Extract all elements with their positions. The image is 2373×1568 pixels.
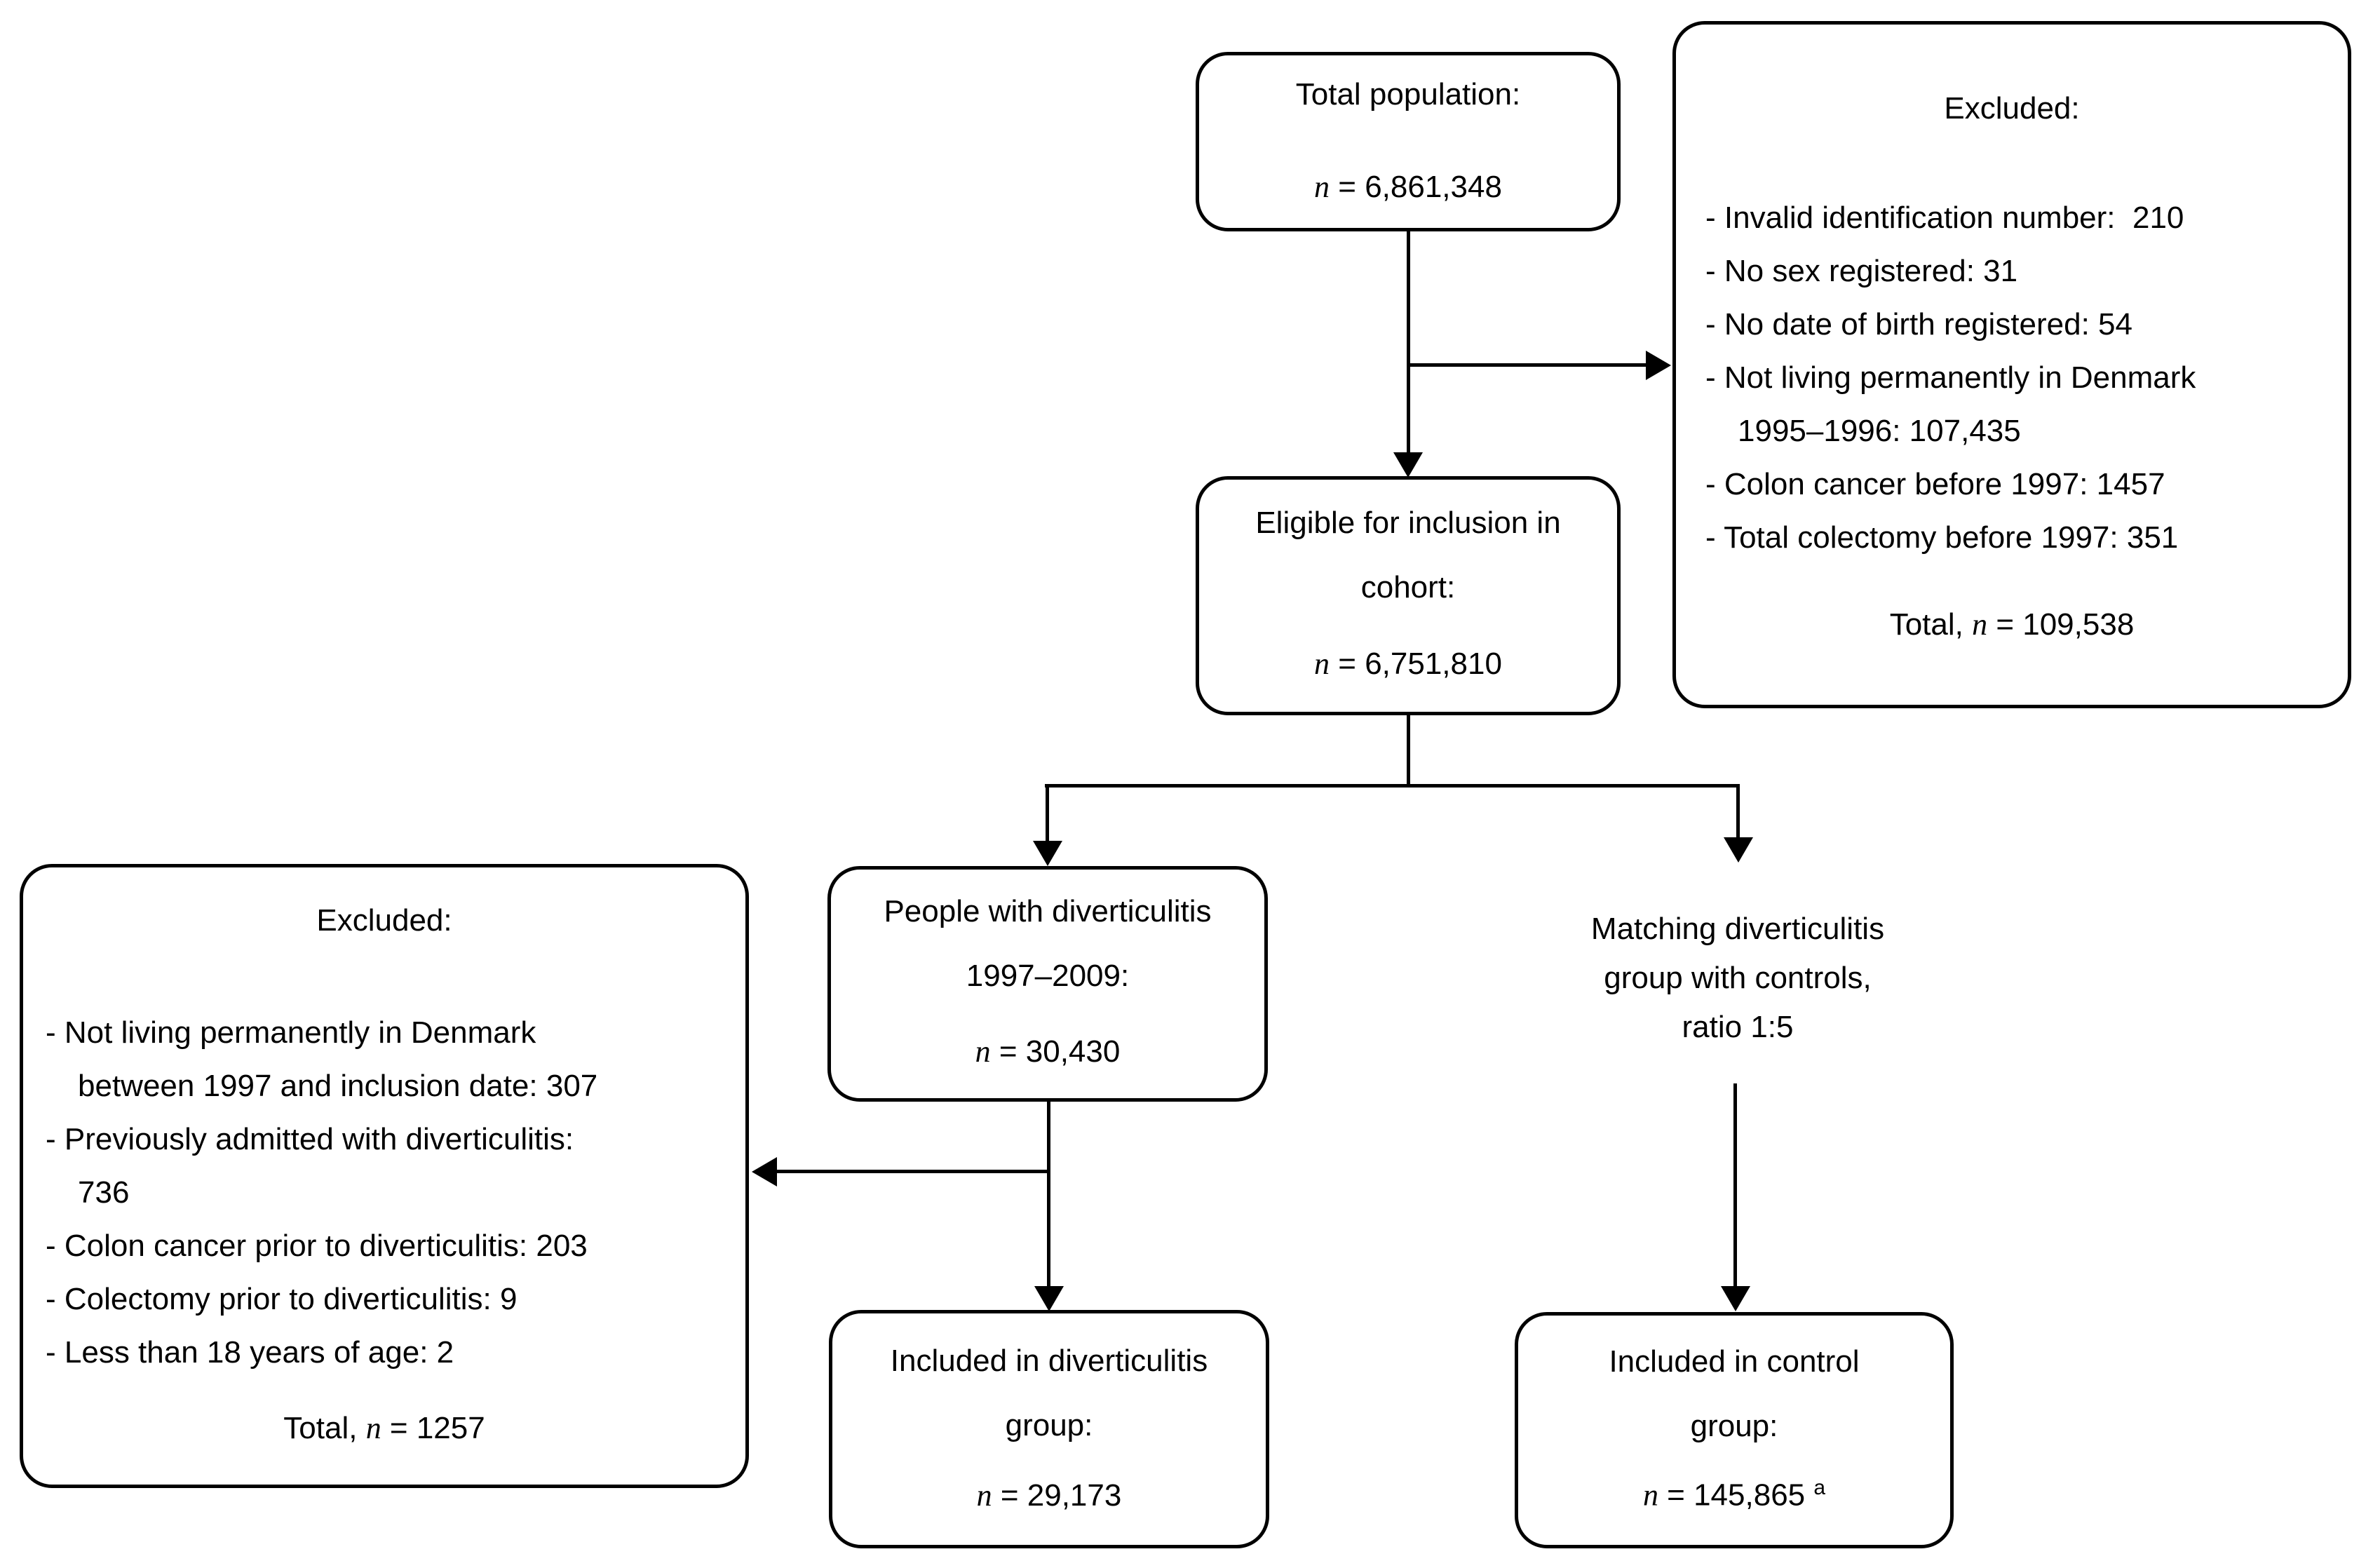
excluded-left-list: - Not living permanently in Denmark betw…: [46, 1006, 727, 1379]
total-population-count: n = 6,861,348: [1314, 170, 1502, 204]
arrowhead-down: [1724, 837, 1753, 863]
included-control-count: n = 145,865 a: [1642, 1476, 1826, 1513]
arrowhead-down: [1721, 1286, 1750, 1311]
connector-total-to-eligible: [1407, 231, 1410, 452]
total-population-title: Total population:: [1295, 77, 1521, 111]
included-control-box: Included in control group: n = 145,865 a: [1515, 1312, 1954, 1548]
excluded-left-title: Excluded:: [316, 903, 452, 938]
eligible-cohort-box: Eligible for inclusion in cohort: n = 6,…: [1196, 476, 1621, 715]
diverticulitis-title: People with diverticulitis 1997–2009:: [884, 894, 1212, 993]
exclusion-item: - Total colectomy before 1997: 351: [1705, 520, 2179, 555]
excluded-top-title: Excluded:: [1944, 91, 2080, 126]
arrowhead-right: [1646, 351, 1671, 380]
connector-diverticulitis-to-included: [1047, 1102, 1050, 1286]
n-symbol: n: [1314, 647, 1330, 681]
total-population-box: Total population: n = 6,861,348: [1196, 52, 1621, 231]
connector-branch-left-down: [1046, 784, 1049, 841]
diverticulitis-population-box: People with diverticulitis 1997–2009: n …: [827, 866, 1268, 1102]
connector-to-excluded-top: [1408, 363, 1646, 367]
connector-eligible-down: [1407, 715, 1410, 788]
arrowhead-down: [1393, 452, 1423, 478]
exclusion-item: - Not living permanently in Denmark 1995…: [1705, 360, 2196, 448]
exclusion-item: - Colon cancer prior to diverticulitis: …: [46, 1229, 588, 1263]
exclusion-item: - Not living permanently in Denmark betw…: [46, 1015, 598, 1103]
exclusion-item: - Less than 18 years of age: 2: [46, 1335, 454, 1370]
n-symbol: n: [975, 1034, 991, 1069]
arrowhead-down: [1033, 841, 1062, 866]
connector-branch-right-down: [1736, 784, 1740, 837]
arrowhead-left: [752, 1157, 777, 1187]
n-symbol: n: [1642, 1478, 1658, 1513]
n-symbol: n: [1972, 607, 1988, 642]
n-symbol: n: [365, 1411, 381, 1445]
exclusion-item: - No sex registered: 31: [1705, 254, 2018, 288]
connector-to-excluded-left: [777, 1170, 1048, 1173]
exclusion-item: - Colectomy prior to diverticulitis: 9: [46, 1282, 518, 1316]
excluded-top-box: Excluded: - Invalid identification numbe…: [1672, 21, 2351, 708]
n-symbol: n: [1314, 170, 1330, 204]
diverticulitis-count: n = 30,430: [975, 1034, 1121, 1069]
included-diverticulitis-box: Included in diverticulitis group: n = 29…: [829, 1310, 1269, 1548]
included-diverticulitis-title: Included in diverticulitis group:: [890, 1344, 1208, 1442]
excluded-left-total: Total, n = 1257: [283, 1411, 485, 1445]
included-control-title: Included in control group:: [1609, 1344, 1860, 1443]
connector-branch-horizontal: [1045, 784, 1740, 788]
n-symbol: n: [976, 1478, 992, 1513]
arrowhead-down: [1034, 1286, 1064, 1311]
matching-note: Matching diverticulitis group with contr…: [1590, 912, 1885, 1044]
eligible-count: n = 6,751,810: [1314, 647, 1502, 681]
excluded-top-total: Total, n = 109,538: [1889, 607, 2135, 642]
connector-matching-to-control: [1733, 1083, 1737, 1286]
included-diverticulitis-count: n = 29,173: [976, 1478, 1122, 1513]
footnote-marker: a: [1813, 1476, 1826, 1500]
exclusion-item: - No date of birth registered: 54: [1705, 307, 2132, 342]
exclusion-item: - Colon cancer before 1997: 1457: [1705, 467, 2165, 501]
eligible-title: Eligible for inclusion in cohort:: [1255, 506, 1561, 604]
exclusion-item: - Previously admitted with diverticuliti…: [46, 1122, 574, 1210]
excluded-left-box: Excluded: - Not living permanently in De…: [20, 864, 749, 1488]
exclusion-item: - Invalid identification number: 210: [1705, 201, 2184, 235]
excluded-top-list: - Invalid identification number: 210 - N…: [1705, 191, 2321, 565]
